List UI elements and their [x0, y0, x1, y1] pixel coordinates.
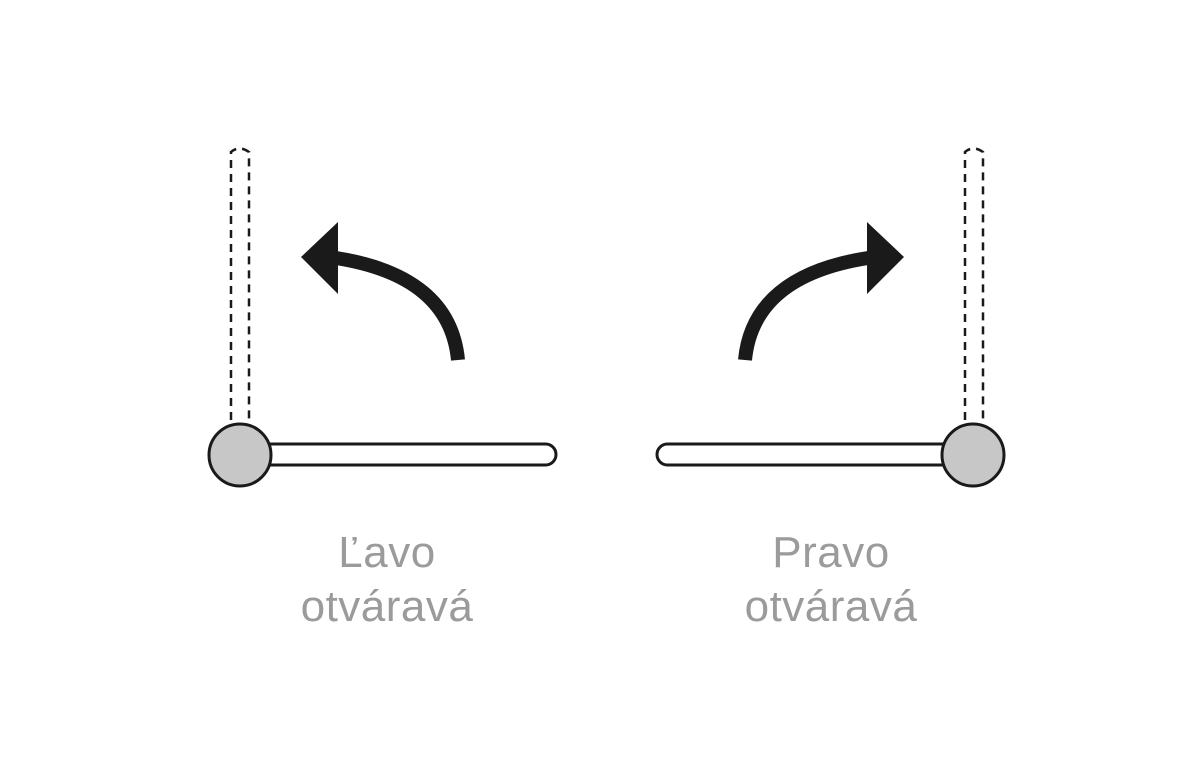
right-opening-label-line2: otváravá [744, 582, 918, 631]
left-open-door-outline [229, 147, 251, 420]
right-hinge-circle [940, 422, 1006, 488]
left-arrow-head-icon [301, 222, 338, 294]
right-arrow-head-icon [867, 222, 904, 294]
right-curved-arrow-shaft [738, 251, 870, 361]
right-opening-label: Pravo otváravá [671, 526, 991, 634]
right-opening-label-line1: Pravo [772, 528, 890, 577]
right-door-panel [655, 442, 975, 467]
right-opening-door-group [655, 147, 1006, 488]
right-open-door-outline [963, 147, 985, 420]
left-opening-label-line1: Ľavo [338, 528, 436, 577]
left-opening-label-line2: otváravá [300, 582, 474, 631]
left-opening-door-group [207, 147, 558, 488]
left-hinge-circle [207, 422, 273, 488]
left-curved-arrow-shaft [334, 251, 465, 361]
left-opening-label: Ľavo otváravá [227, 526, 547, 634]
left-door-panel [238, 442, 558, 467]
